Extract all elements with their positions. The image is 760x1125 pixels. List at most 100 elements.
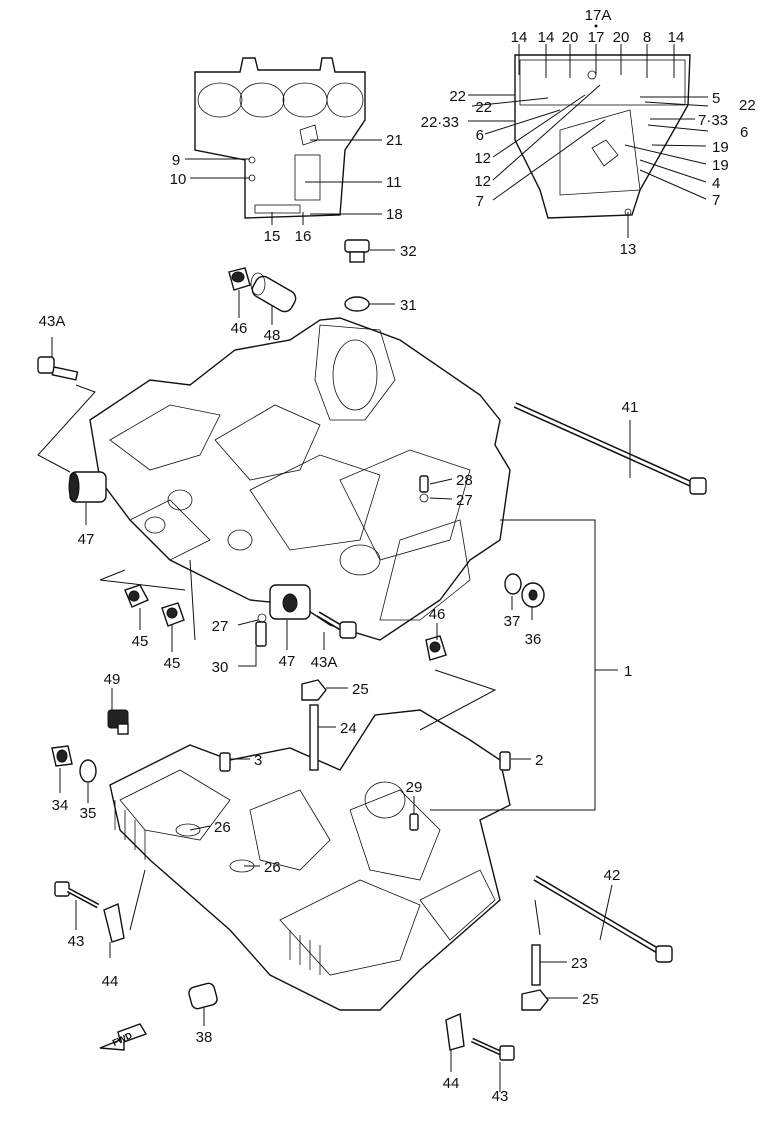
- label-44a: 44: [102, 973, 119, 990]
- label-49: 49: [104, 671, 121, 688]
- label-31: 31: [400, 297, 417, 314]
- label-46b: 46: [429, 606, 446, 623]
- label-24: 24: [340, 720, 357, 737]
- part-28-dowel: [419, 475, 429, 493]
- label-12b: 12: [474, 173, 491, 190]
- part-45-cap-a: [124, 584, 149, 608]
- label-43a: 43: [68, 933, 85, 950]
- label-43b: 43: [492, 1088, 509, 1105]
- label-7-33: 7·33: [698, 112, 728, 129]
- part-41-long-bolt: [513, 402, 707, 495]
- label-17a: 17A: [585, 7, 612, 24]
- part-37-oring: [504, 573, 522, 595]
- part-3-dowel: [219, 752, 231, 772]
- label-45b: 45: [164, 655, 181, 672]
- forward-arrow-icon: FWD: [99, 1023, 148, 1051]
- part-45-cap-b: [161, 602, 185, 627]
- part-43a-bolt-mid: [316, 611, 357, 639]
- label-23: 23: [571, 955, 588, 972]
- label-27b: 27: [212, 618, 229, 635]
- label-16: 16: [295, 228, 312, 245]
- part-46-cap-mid: [425, 635, 447, 661]
- part-31-washer: [344, 296, 370, 312]
- lower-crankcase: [109, 709, 511, 1011]
- part-47-bearing-left: [68, 471, 107, 503]
- label-41: 41: [622, 399, 639, 416]
- label-14c: 14: [668, 29, 685, 46]
- label-7a: 7: [476, 193, 484, 210]
- label-1: 1: [624, 663, 632, 680]
- callout-labels: 17A 14 14 20 17 20 8 14 22 22 22·33 6 12…: [39, 7, 756, 1105]
- part-43a-bolt-top: [37, 356, 79, 381]
- label-20a: 20: [562, 29, 579, 46]
- label-29: 29: [406, 779, 423, 796]
- label-18: 18: [386, 206, 403, 223]
- label-37: 37: [504, 613, 521, 630]
- label-22b: 22: [475, 99, 492, 116]
- label-26a: 26: [214, 819, 231, 836]
- label-8: 8: [643, 29, 651, 46]
- part-23-stud: [531, 944, 541, 986]
- part-30-oil-jet: [255, 621, 267, 647]
- label-38: 38: [196, 1029, 213, 1046]
- label-36: 36: [525, 631, 542, 648]
- label-21: 21: [386, 132, 403, 149]
- label-43a-top: 43A: [39, 313, 66, 330]
- part-47-bearing-right: [269, 584, 311, 620]
- part-32-plug: [344, 239, 370, 263]
- label-15: 15: [264, 228, 281, 245]
- label-27a: 27: [456, 492, 473, 509]
- label-22a: 22: [449, 88, 466, 105]
- part-48-sleeve: [250, 272, 297, 313]
- part-44-bracket-left: [103, 903, 125, 943]
- label-47b: 47: [279, 653, 296, 670]
- label-47a: 47: [78, 531, 95, 548]
- part-25-nut-a: [301, 679, 327, 701]
- part-2-dowel: [499, 751, 511, 771]
- leader-lines: [37, 44, 709, 1092]
- label-4: 4: [712, 175, 720, 192]
- upper-case-inset: [194, 57, 366, 219]
- part-34-plug: [51, 745, 73, 767]
- label-48: 48: [264, 327, 281, 344]
- part-27-ring-b: [257, 613, 267, 623]
- label-13: 13: [620, 241, 637, 258]
- part-43-bolt-right: [470, 1037, 515, 1061]
- label-46a: 46: [231, 320, 248, 337]
- part-36-plug: [521, 582, 545, 608]
- label-9: 9: [172, 152, 180, 169]
- label-22-33: 22·33: [421, 114, 459, 131]
- part-27-ring-a: [419, 493, 429, 503]
- label-45a: 45: [132, 633, 149, 650]
- label-19b: 19: [712, 157, 729, 174]
- label-3: 3: [254, 752, 262, 769]
- upper-crankcase: [89, 317, 511, 641]
- label-6a: 6: [476, 127, 484, 144]
- part-25-nut-b: [521, 989, 549, 1011]
- part-44-bracket-right: [445, 1012, 465, 1051]
- label-25a: 25: [352, 681, 369, 698]
- label-42: 42: [604, 867, 621, 884]
- label-19a: 19: [712, 139, 729, 156]
- label-17: 17: [588, 29, 605, 46]
- label-34: 34: [52, 797, 69, 814]
- lower-case-inset: [514, 54, 691, 219]
- label-20b: 20: [613, 29, 630, 46]
- label-14b: 14: [538, 29, 555, 46]
- part-29-dowel: [409, 813, 419, 831]
- label-6b: 6: [740, 124, 748, 141]
- label-30: 30: [212, 659, 229, 676]
- part-43-bolt-left: [54, 881, 100, 909]
- part-35-gasket: [79, 759, 97, 783]
- label-44b: 44: [443, 1075, 460, 1092]
- part-49-oil-pressure-switch: [107, 709, 129, 735]
- label-28: 28: [456, 472, 473, 489]
- label-25b: 25: [582, 991, 599, 1008]
- label-26b: 26: [264, 859, 281, 876]
- label-32: 32: [400, 243, 417, 260]
- label-2: 2: [535, 752, 543, 769]
- part-24-stud: [309, 704, 319, 771]
- label-43a-mid: 43A: [311, 654, 338, 671]
- label-22c: 22: [739, 97, 756, 114]
